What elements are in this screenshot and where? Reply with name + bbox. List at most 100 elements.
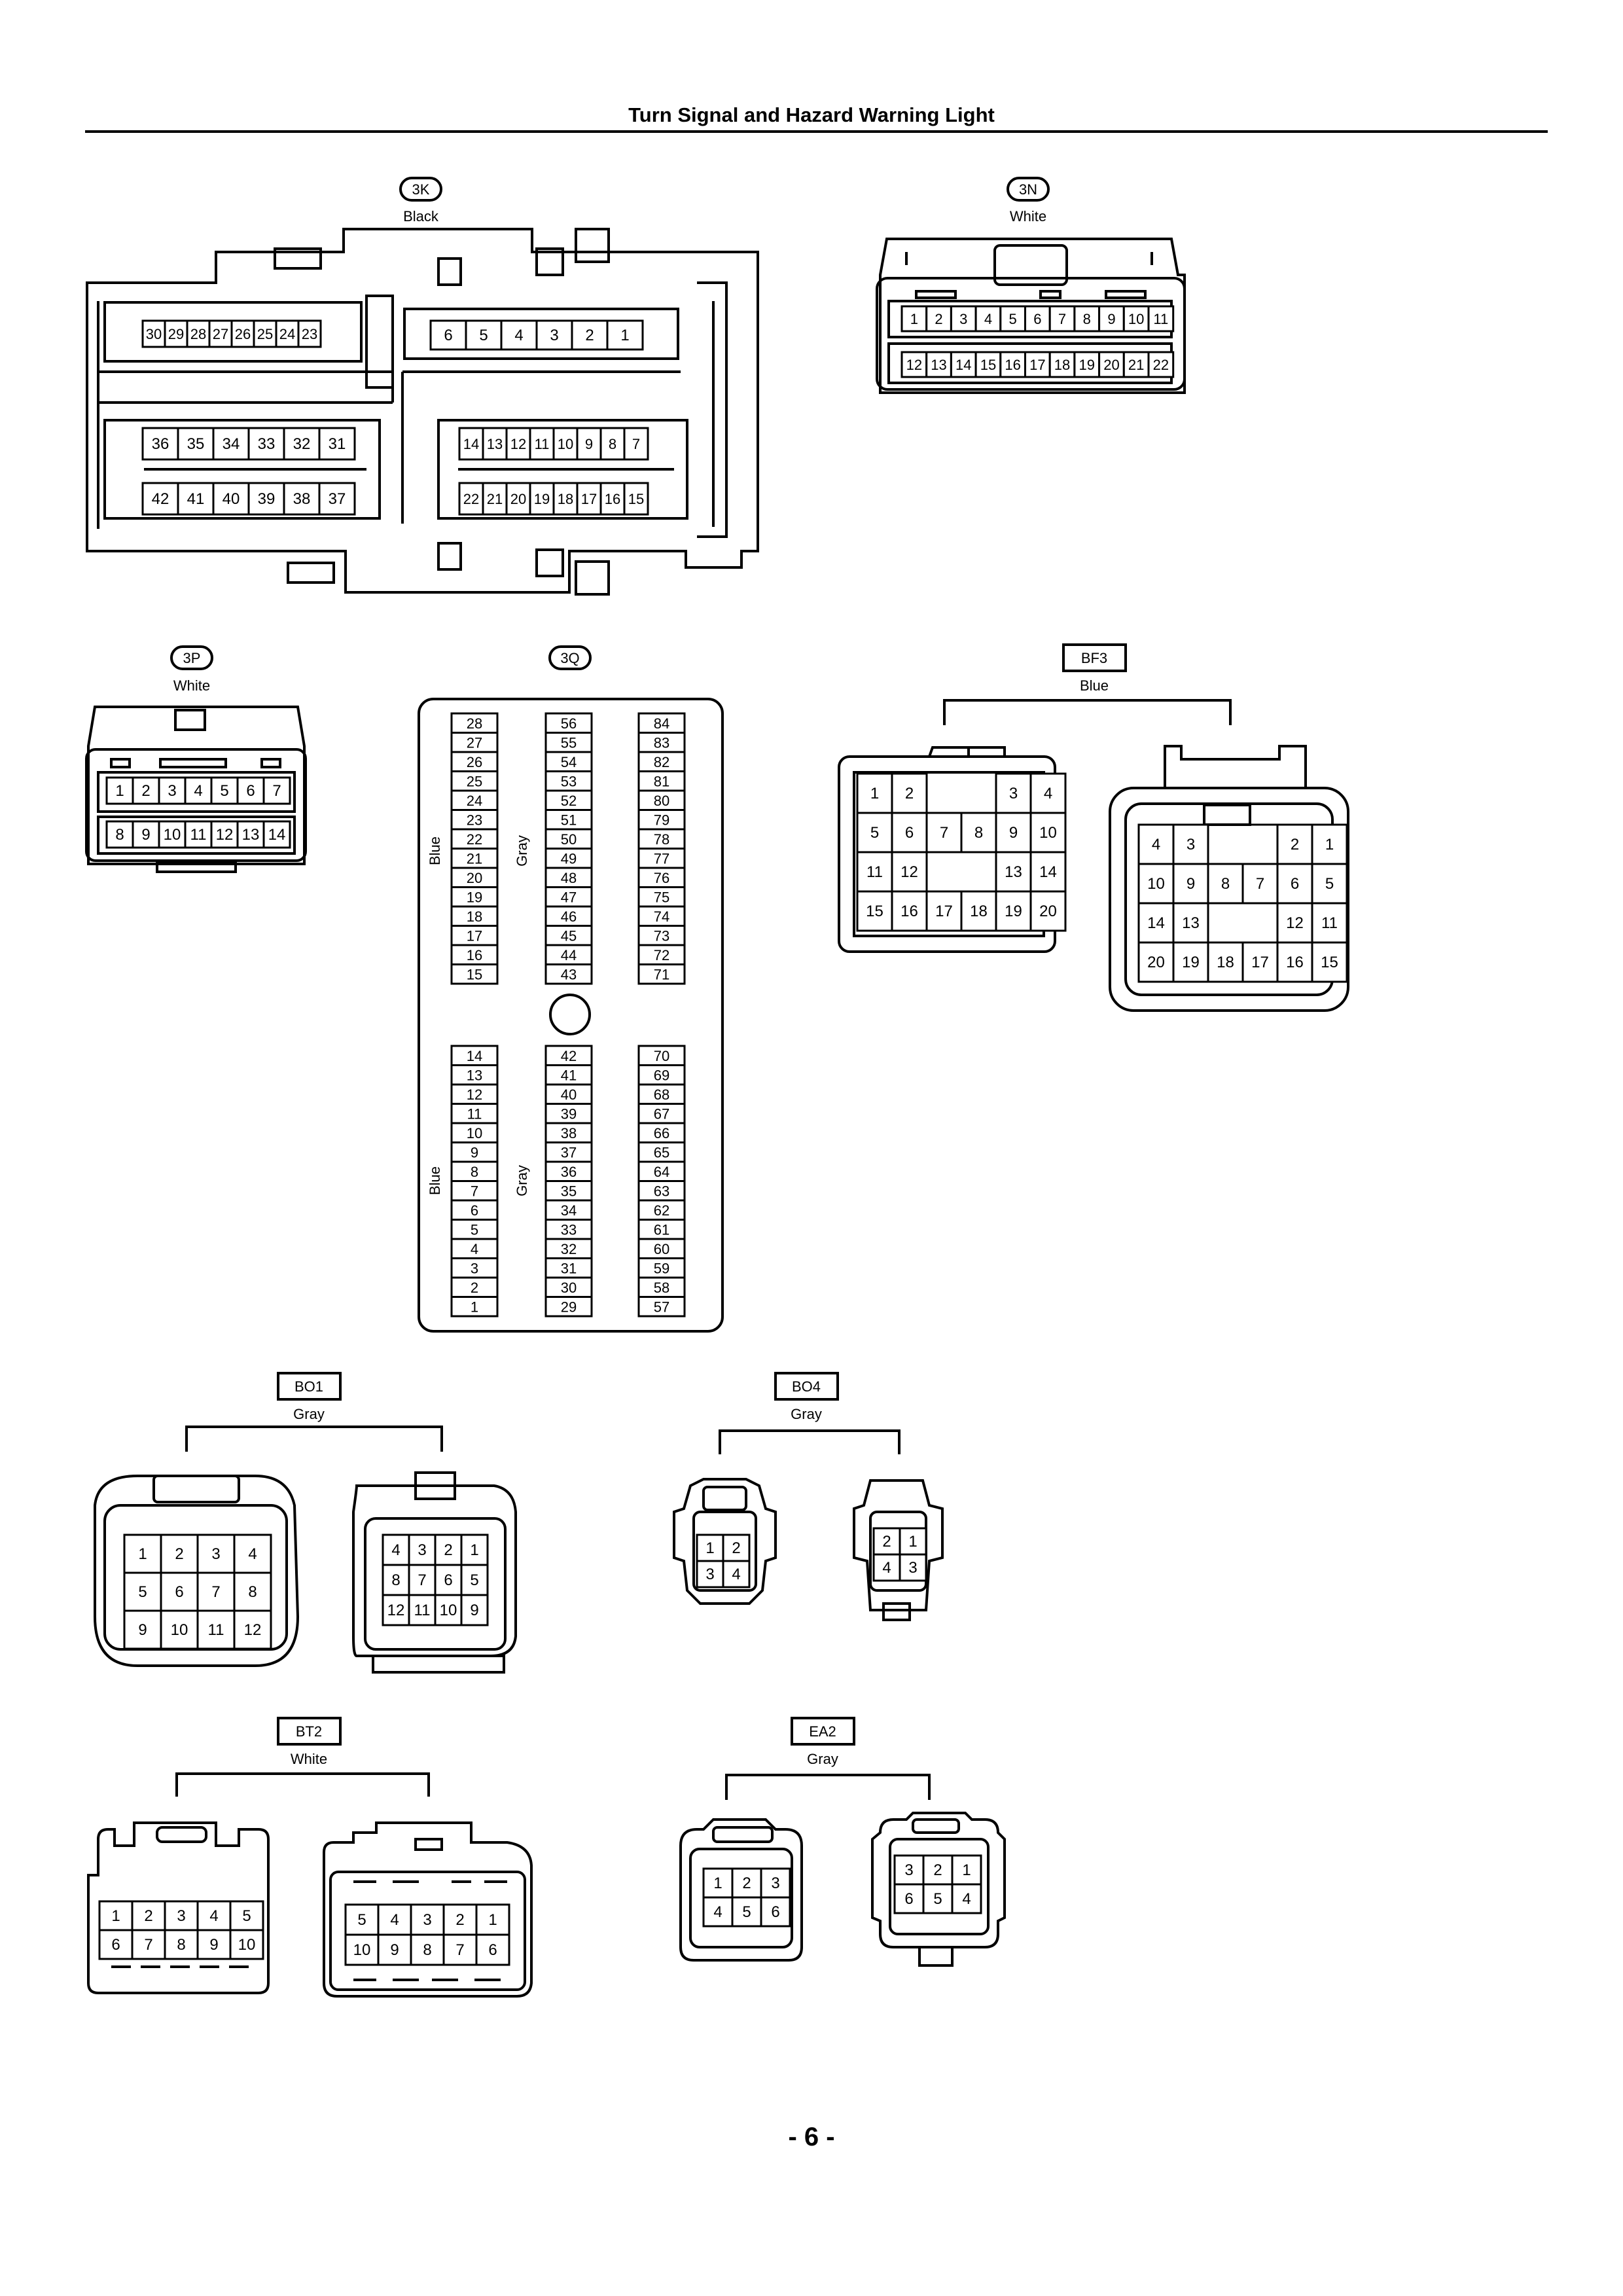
connector-3Q-pin-7-cell: [450, 1180, 499, 1202]
connector-3Q-label-gray-lower: Gray: [514, 1165, 530, 1196]
connector-3Q-pin-53-label: 53: [561, 773, 577, 789]
connector-3Q-pin-4-label: 4: [471, 1241, 478, 1257]
connector-3P-color: White: [173, 677, 210, 694]
connector-BT2-left-pin-7-cell: [131, 1929, 166, 1960]
connector-3K-pin-40-label: 40: [223, 490, 240, 508]
connector-BT2-left-pin-10-cell: [229, 1929, 264, 1960]
connector-BF3-right-pin-18-label: 18: [1217, 954, 1234, 971]
connector-BT2-left-pin-3-label: 3: [177, 1907, 185, 1925]
connector-BT2-left-pin-7-label: 7: [144, 1936, 152, 1954]
connector-3Q-pin-35-label: 35: [561, 1183, 577, 1199]
connector-EA2-left-pin-1-label: 1: [713, 1874, 722, 1892]
connector-BO4-right-pin-3-label: 3: [908, 1559, 917, 1577]
connector-BO1-right-pin-1-cell: [460, 1534, 489, 1566]
connector-3K-pin-29-label: 29: [168, 326, 184, 342]
connector-BF3-right-pin-6-label: 6: [1291, 875, 1299, 893]
connector-3Q-pin-33-cell: [544, 1219, 593, 1240]
connector-3K-pin-23-cell: [297, 319, 322, 348]
connector-3Q-pin-19-label: 19: [467, 889, 482, 905]
connector-BF3-left-pin-10-cell: [1029, 812, 1067, 853]
connector-3K-pin-17-label: 17: [581, 491, 597, 507]
connector-3Q-pin-82-cell: [637, 751, 686, 772]
connector-BT2-right-pin-9-cell: [377, 1933, 412, 1966]
connector-3Q-pin-32-cell: [544, 1238, 593, 1259]
connector-EA2-left-pin-2-label: 2: [742, 1874, 751, 1892]
connector-3K-pin-35-label: 35: [187, 435, 205, 453]
connector-3N-shell: [879, 238, 1186, 394]
connector-3P-pin-13-cell: [236, 820, 265, 849]
connector-BO4-right-pin-3-cell: [899, 1553, 927, 1582]
connector-BO1-right-pin-7-label: 7: [418, 1571, 426, 1589]
connector-3N-pin-19-label: 19: [1079, 357, 1095, 373]
connector-EA2-right-pin-5-cell: [922, 1883, 954, 1914]
connector-3Q-pin-51-label: 51: [561, 812, 577, 828]
connector-BO1-right-pin-5-label: 5: [470, 1571, 478, 1589]
connector-BO1-right-pin-8-cell: [382, 1564, 410, 1596]
connector-3Q-pin-29-cell: [544, 1296, 593, 1318]
connector-BT2-left-pin-1-cell: [98, 1900, 134, 1931]
connector-3Q-pin-81-label: 81: [654, 773, 669, 789]
connector-3K-latch-right: [697, 281, 728, 538]
connector-3K-pin-19-cell: [529, 482, 555, 516]
connector-3K-pin-11-label: 11: [535, 436, 550, 452]
connector-BO1-left-pin-1-cell: [123, 1534, 162, 1574]
connector-BO4-right-pin-4-cell: [872, 1553, 901, 1582]
connector-3Q-id: 3Q: [560, 650, 579, 666]
connector-BO4-left-pin-1-label: 1: [705, 1539, 714, 1557]
connector-3Q-pin-20-cell: [450, 867, 499, 888]
connector-3Q-label-blue-lower: Blue: [427, 1166, 443, 1195]
connector-3Q-pin-57-label: 57: [654, 1299, 669, 1315]
connector-3K-pin-36-label: 36: [152, 435, 169, 453]
connector-BO1-right-pin-12-label: 12: [387, 1602, 405, 1619]
connector-3Q-badge: [548, 645, 592, 670]
connector-3Q-pin-70-label: 70: [654, 1048, 669, 1064]
connector-3Q-pin-58-label: 58: [654, 1280, 669, 1296]
connector-BO1-left-pin-6-label: 6: [175, 1583, 183, 1601]
connector-BO1-left-pin-8-cell: [233, 1571, 272, 1612]
connector-BO1-left-pin-12-label: 12: [244, 1621, 262, 1639]
connector-BF3-left-pin-20-label: 20: [1039, 903, 1057, 920]
connector-3P-pin-3-label: 3: [168, 782, 176, 800]
connector-3N-pin-8-label: 8: [1083, 311, 1091, 327]
connector-3K-pin-34-cell: [212, 427, 250, 461]
connector-3K-pin-14-label: 14: [463, 436, 479, 452]
connector-3K-pin-17-cell: [576, 482, 602, 516]
connector-3Q-pin-75-label: 75: [654, 889, 669, 905]
connector-3Q-pins: 2827262524232221201918171615565554535251…: [450, 712, 686, 1318]
connector-3K-shell: [86, 228, 759, 594]
connector-3N-badge: [1007, 177, 1050, 202]
connector-BF3-left-pin-16-label: 16: [901, 903, 918, 920]
connector-3K-pin-26-cell: [230, 319, 255, 348]
connector-BF3-left-pin-16-cell: [891, 890, 928, 932]
connector-BT2-right-pin-5-label: 5: [357, 1911, 366, 1929]
connector-EA2-right-pin-6-label: 6: [904, 1890, 913, 1908]
connector-3P-pin-2-label: 2: [141, 782, 150, 800]
connector-3Q-pin-67-label: 67: [654, 1105, 669, 1122]
connector-3Q-pin-49-label: 49: [561, 850, 577, 867]
connector-BO4-left-pin-3-label: 3: [705, 1566, 714, 1583]
connector-3Q-pin-21-cell: [450, 848, 499, 869]
connector-3Q-pin-15-label: 15: [467, 966, 482, 982]
connector-BT2-left-pin-8-label: 8: [177, 1936, 185, 1954]
connector-BO4-badge: [774, 1372, 839, 1401]
connector-3P-pin-4-cell: [184, 776, 213, 805]
connector-3N-pin-13-label: 13: [931, 357, 946, 373]
connector-BO1-id: BO1: [294, 1378, 323, 1395]
connector-3Q-pin-56-cell: [544, 712, 593, 734]
connector-3Q-pin-5-cell: [450, 1219, 499, 1240]
connector-BF3-left-pin-15-label: 15: [866, 903, 883, 920]
connector-BO1-left-pin-7-label: 7: [211, 1583, 220, 1601]
connector-3K-pin-32-cell: [283, 427, 321, 461]
connector-3Q-pin-68-label: 68: [654, 1086, 669, 1103]
connector-3Q-pin-9-label: 9: [471, 1144, 478, 1160]
connector-3K-pin-12-cell: [505, 427, 531, 461]
connector-BF3-left-pin-14-label: 14: [1039, 863, 1057, 881]
connector-BF3-left-pin-9-label: 9: [1009, 824, 1018, 842]
connector-BF3-right-pin-11-cell: [1311, 902, 1348, 944]
connector-3Q-pin-71-label: 71: [654, 966, 669, 982]
connector-3N-pin-9-label: 9: [1107, 311, 1115, 327]
connector-3Q-pin-33-label: 33: [561, 1221, 577, 1238]
connector-BT2-right-pin-8-label: 8: [423, 1941, 431, 1959]
